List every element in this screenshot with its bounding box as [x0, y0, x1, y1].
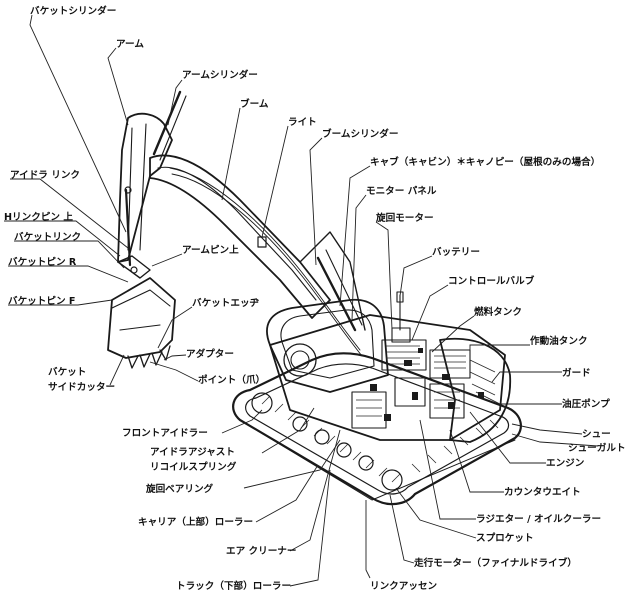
- label-engine: エンジン: [546, 458, 585, 469]
- label-idler-link: アイドラ リンク: [10, 170, 80, 181]
- label-link-assembly: リンクアッセン: [370, 581, 438, 592]
- label-boom-cylinder: ブームシリンダー: [322, 128, 398, 140]
- label-radiator-oil-cooler: ラジエター / オイルクーラー: [476, 513, 601, 525]
- label-bucket-cylinder: バケットシリンダー: [30, 5, 116, 17]
- label-bucket-link: バケットリンク: [14, 231, 81, 243]
- label-bucket-pin-r: バケットピン R: [8, 256, 77, 268]
- label-boom: ブーム: [240, 98, 269, 110]
- label-track-roller: トラック（下部）ローラー: [176, 580, 291, 592]
- label-idler-adjust-2: リコイルスプリング: [150, 461, 237, 473]
- label-carrier-roller: キャリア（上部）ローラー: [138, 516, 253, 528]
- label-bucket-side-cutter-2: サイドカッター: [48, 381, 115, 393]
- label-sprocket: スプロケット: [476, 532, 534, 544]
- label-adapter: アダプター: [186, 348, 234, 360]
- label-counterweight: カウンタウエイト: [504, 486, 581, 498]
- label-point-claw: ポイント（爪）: [198, 374, 265, 386]
- label-arm-cylinder: アームシリンダー: [182, 69, 258, 81]
- part-labels: バケットシリンダー アーム アームシリンダー ブーム ライト ブームシリンダー …: [4, 5, 626, 592]
- bucket: [107, 277, 176, 369]
- label-front-idler: フロントアイドラー: [122, 428, 208, 439]
- label-battery: バッテリー: [432, 246, 480, 258]
- label-bucket-side-cutter-1: バケット: [48, 366, 86, 378]
- label-monitor-panel: モニター パネル: [366, 185, 437, 197]
- label-swing-motor: 旋回モーター: [375, 212, 434, 224]
- label-idler-adjust-1: アイドラアジャスト: [150, 447, 235, 458]
- label-bucket-pin-f: バケットピン F: [8, 295, 75, 307]
- label-guard: ガード: [562, 367, 591, 379]
- label-fuel-tank: 燃料タンク: [474, 306, 522, 318]
- excavator-illustration: [107, 90, 522, 506]
- upper-structure: [266, 291, 512, 443]
- label-arm: アーム: [116, 39, 144, 50]
- label-hydraulic-oil-tank: 作動油タンク: [530, 335, 588, 347]
- label-h-link-pin-upper: Hリンクピン 上: [4, 211, 73, 223]
- label-hydraulic-pump: 油圧ポンプ: [562, 398, 610, 410]
- label-light: ライト: [288, 117, 317, 128]
- leader-lines: [4, 14, 599, 587]
- label-travel-motor: 走行モーター（ファイナルドライブ）: [413, 557, 577, 569]
- label-air-cleaner: エア クリーナー: [226, 546, 297, 557]
- label-arm-pin-upper: アームピン上: [182, 244, 239, 256]
- label-cab: キャブ（キャビン）＊キャノピー（屋根のみの場合）: [370, 156, 600, 168]
- label-control-valve: コントロールバルブ: [448, 275, 535, 287]
- arm: [117, 90, 187, 279]
- label-bucket-edge: バケットエッヂ: [192, 297, 260, 309]
- label-shoe-bolt: シューガルト: [568, 442, 626, 454]
- label-shoe: シュー: [582, 429, 611, 440]
- label-swing-bearing: 旋回ベアリング: [145, 483, 214, 495]
